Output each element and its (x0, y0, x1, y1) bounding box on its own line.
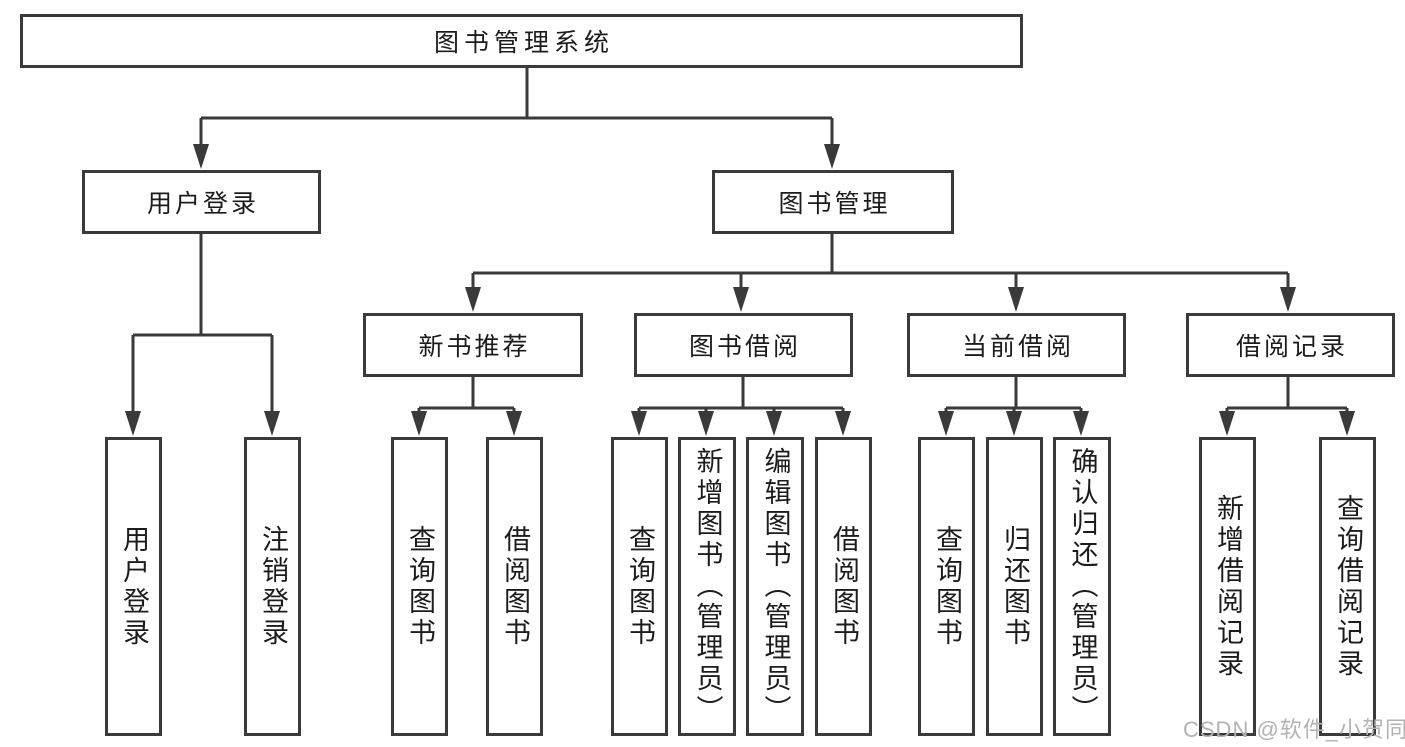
leaf-edit-book-admin-label: 编辑图书（管理员） (760, 447, 791, 726)
leaf-query-books-1: 查询图书 (391, 437, 448, 736)
connector-borrow-record-children (1225, 377, 1349, 414)
node-book-borrow: 图书借阅 (634, 313, 853, 377)
node-book-borrow-label: 图书借阅 (688, 333, 801, 361)
node-new-book-recommend: 新书推荐 (363, 313, 583, 377)
leaf-user-login: 用户登录 (105, 437, 162, 736)
node-borrow-record-label: 借阅记录 (1235, 333, 1348, 361)
node-user-login-label: 用户登录 (146, 190, 259, 218)
leaf-query-borrow-record-label: 查询借阅记录 (1333, 493, 1363, 680)
leaf-edit-book-admin: 编辑图书（管理员） (746, 437, 804, 736)
leaf-add-book-admin: 新增图书（管理员） (678, 437, 736, 736)
csdn-watermark: CSDN @软件_小贺同学 (1183, 717, 1405, 742)
leaf-return-book-label: 归还图书 (1000, 524, 1030, 649)
node-user-login: 用户登录 (82, 170, 321, 234)
leaf-query-books-2-label: 查询图书 (625, 524, 655, 649)
connector-current-borrow-children (944, 377, 1083, 414)
connector-user-login-children (131, 233, 274, 414)
leaf-logout: 注销登录 (244, 437, 301, 736)
node-book-management-label: 图书管理 (778, 190, 891, 218)
leaf-borrow-books-2: 借阅图书 (815, 437, 872, 736)
node-borrow-record: 借阅记录 (1186, 313, 1395, 377)
connector-book-borrow-children (637, 377, 845, 414)
leaf-borrow-books-1-label: 借阅图书 (500, 524, 530, 649)
leaf-query-books-2: 查询图书 (611, 437, 668, 736)
leaf-logout-label: 注销登录 (258, 524, 288, 649)
leaf-query-books-1-label: 查询图书 (405, 524, 435, 649)
node-book-management: 图书管理 (712, 170, 954, 234)
connector-root-to-level2 (199, 68, 834, 148)
leaf-add-borrow-record-label: 新增借阅记录 (1213, 493, 1243, 680)
leaf-confirm-return-admin-label: 确认归还（管理员） (1067, 447, 1098, 726)
leaf-return-book: 归还图书 (986, 437, 1043, 736)
arrowheads (125, 144, 1355, 436)
connector-new-book-children (417, 377, 516, 414)
leaf-borrow-books-1: 借阅图书 (486, 437, 543, 736)
leaf-user-login-label: 用户登录 (119, 524, 149, 649)
leaf-query-books-3: 查询图书 (918, 437, 975, 736)
node-current-borrow: 当前借阅 (907, 313, 1126, 377)
leaf-query-books-3-label: 查询图书 (932, 524, 962, 649)
leaf-add-borrow-record: 新增借阅记录 (1199, 437, 1256, 736)
leaf-borrow-books-2-label: 借阅图书 (829, 524, 859, 649)
leaf-confirm-return-admin: 确认归还（管理员） (1053, 437, 1111, 736)
node-system-root: 图书管理系统 (20, 14, 1023, 68)
leaf-add-book-admin-label: 新增图书（管理员） (692, 447, 723, 726)
node-current-borrow-label: 当前借阅 (961, 333, 1074, 361)
connector-book-mgmt-children (471, 233, 1290, 290)
node-new-book-recommend-label: 新书推荐 (418, 333, 531, 361)
leaf-query-borrow-record: 查询借阅记录 (1319, 437, 1376, 736)
node-system-root-label: 图书管理系统 (433, 29, 614, 57)
